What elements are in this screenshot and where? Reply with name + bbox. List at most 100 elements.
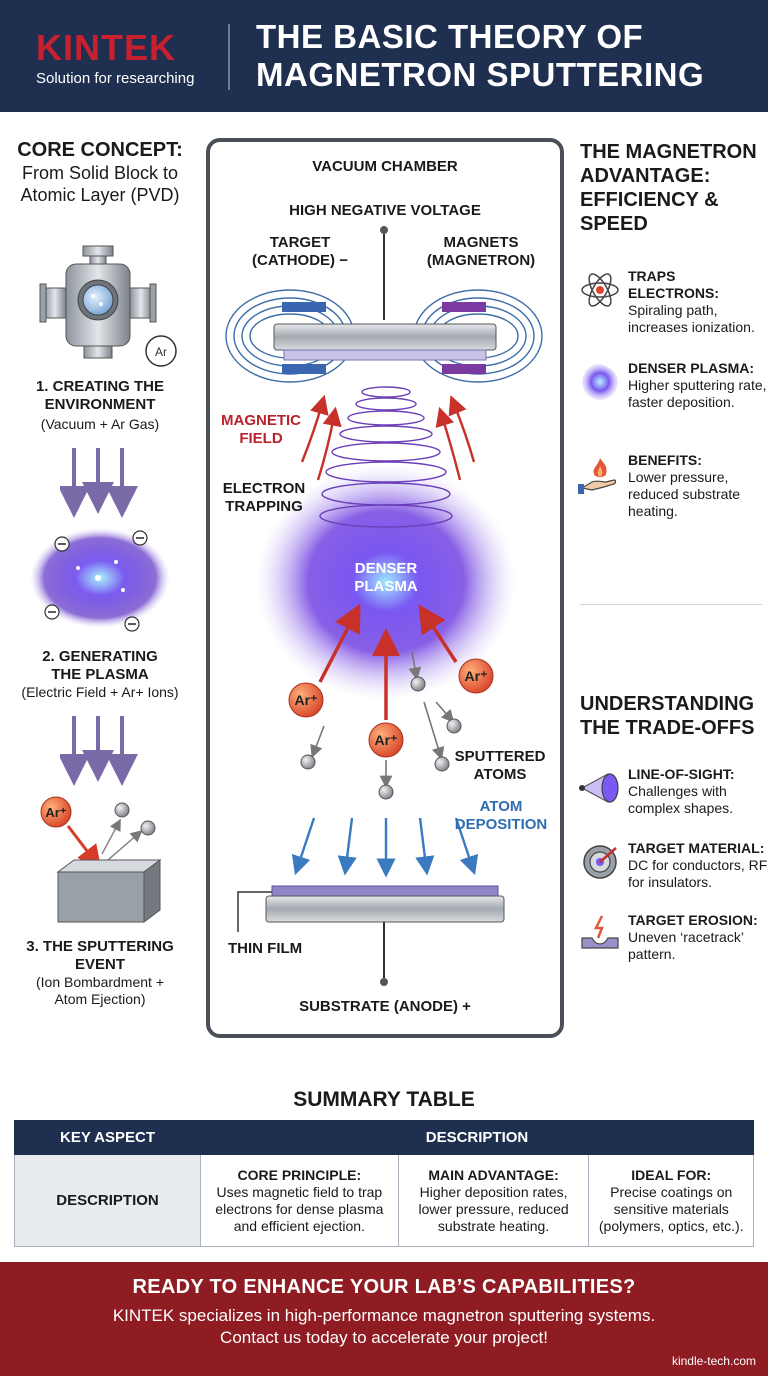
summary-cell-body-3: Precise coatings on sensitive materials …	[598, 1183, 744, 1234]
magnets-label: MAGNETS (MAGNETRON)	[416, 234, 546, 270]
kintek-logo[interactable]: KINTEK Solution for researching	[36, 30, 195, 88]
substrate-label: SUBSTRATE (ANODE) +	[299, 998, 471, 1015]
summary-table-title: SUMMARY TABLE	[293, 1088, 475, 1111]
advantage-heading-line-4: SPEED	[580, 213, 648, 235]
tradeoff-text-1: LINE-OF-SIGHT: Challenges with complex s…	[628, 766, 768, 817]
step-2-subtitle: (Electric Field + Ar+ Ions)	[21, 684, 179, 700]
advantage-text-1: TRAPS ELECTRONS: Spiraling path, increas…	[628, 268, 768, 336]
step-3-title-line-2: EVENT	[74, 956, 125, 973]
magnet-right-top	[442, 302, 486, 312]
sputtered-atoms	[300, 676, 462, 800]
step-1-title-line-1: 1. CREATING THE	[35, 378, 165, 395]
core-concept-heading: CORE CONCEPT:	[17, 139, 183, 161]
advantage-title-1a: TRAPS	[628, 268, 676, 284]
voltage-label: HIGH NEGATIVE VOLTAGE	[289, 202, 481, 219]
ion-label-right: Ar⁺	[465, 668, 488, 684]
hand-flame-icon	[578, 458, 617, 494]
step-2-title-line-1: 2. GENERATING	[42, 648, 158, 665]
thin-film-layer	[271, 885, 499, 897]
summary-header-row: KEY ASPECT DESCRIPTION	[14, 1120, 754, 1155]
plasma-icon	[582, 363, 618, 400]
erosion-icon	[581, 915, 619, 949]
tradeoff-text-2: TARGET MATERIAL: DC for conductors, RF f…	[628, 840, 768, 891]
sputtered-atoms-label: SPUTTERED ATOMS	[446, 748, 554, 784]
magnets-label-line-2: (MAGNETRON)	[426, 252, 536, 269]
electron-trapping-line-2: TRAPPING	[225, 498, 303, 515]
denser-plasma-line-2: PLASMA	[354, 578, 418, 595]
vacuum-chamber-icon	[39, 245, 157, 359]
magnetic-field-line-1: MAGNETIC	[221, 412, 301, 429]
table-row: DESCRIPTION CORE PRINCIPLE: Uses magneti…	[14, 1154, 754, 1247]
ion-label-center: Ar⁺	[375, 732, 398, 748]
sputtered-atoms-line-1: SPUTTERED	[454, 748, 546, 765]
step-2-title-line-2: THE PLASMA	[51, 666, 149, 683]
vacuum-chamber-diagram: Ar⁺ Ar⁺ Ar⁺	[206, 138, 564, 1038]
atom-deposition-line-1: ATOM	[479, 798, 523, 815]
summary-header-key: KEY ASPECT	[14, 1120, 201, 1155]
tradeoff-title-1: LINE-OF-SIGHT:	[628, 766, 735, 782]
tradeoff-text-3: TARGET EROSION: Uneven ‘racetrack’ patte…	[628, 912, 768, 963]
step-3-subtitle-line-1: (Ion Bombardment +	[35, 974, 164, 990]
target-label-line-1: TARGET	[269, 234, 331, 251]
magnet-left-bottom	[282, 364, 326, 374]
tradeoff-body-2: DC for conductors, RF for insulators.	[628, 857, 768, 890]
logo-tagline: Solution for researching	[36, 70, 195, 87]
target-glow	[283, 349, 487, 361]
atom-icon	[581, 273, 619, 307]
header-divider	[228, 24, 230, 90]
thin-film-label: THIN FILM	[228, 940, 303, 957]
advantage-text-2: DENSER PLASMA: Higher sputtering rate, f…	[628, 360, 768, 411]
step-arrows-1	[60, 448, 138, 518]
tradeoff-title-2: TARGET MATERIAL:	[628, 840, 765, 856]
advantage-heading: THE MAGNETRON ADVANTAGE: EFFICIENCY & SP…	[580, 140, 760, 236]
tradeoffs-heading-line-1: UNDERSTANDING	[580, 693, 755, 715]
target-icon	[583, 845, 617, 879]
title-line-2: MAGNETRON SPUTTERING	[256, 56, 705, 93]
cta-footer: READY TO ENHANCE YOUR LAB’S CAPABILITIES…	[0, 1262, 768, 1376]
sputtered-atoms-line-2: ATOMS	[473, 766, 527, 783]
summary-cell-title-2: MAIN ADVANTAGE:	[428, 1166, 559, 1183]
magnet-right-bottom	[442, 364, 486, 374]
magnetic-field-line-2: FIELD	[239, 430, 283, 447]
tradeoff-body-1: Challenges with complex shapes.	[628, 783, 734, 816]
summary-cell-body-2: Higher deposition rates, lower pressure,…	[418, 1183, 569, 1234]
website-link[interactable]: kindle-tech.com	[671, 1354, 756, 1368]
tradeoff-item-target-material: TARGET MATERIAL: DC for conductors, RF f…	[578, 840, 768, 891]
step-1-title-line-2: ENVIRONMENT	[44, 396, 156, 413]
summary-cell-body-1: Uses magnetic field to trap electrons fo…	[215, 1183, 384, 1234]
advantage-body-1: Spiraling path, increases ionization.	[628, 302, 755, 335]
magnetic-field-label: MAGNETIC FIELD	[216, 412, 306, 448]
eye-icon	[579, 772, 619, 804]
summary-cell-main-advantage: MAIN ADVANTAGE: Higher deposition rates,…	[397, 1154, 590, 1247]
argon-badge-text: Ar	[155, 345, 167, 359]
ion-label: Ar⁺	[45, 805, 66, 820]
page-header: KINTEK Solution for researching THE BASI…	[0, 0, 768, 112]
magnet-left-top	[282, 302, 326, 312]
cta-title: READY TO ENHANCE YOUR LAB’S CAPABILITIES…	[132, 1276, 636, 1298]
title-line-1: THE BASIC THEORY OF	[256, 18, 644, 55]
step-3-title: 3. THE SPUTTERING EVENT	[0, 938, 200, 974]
deposition-arrows	[291, 817, 479, 878]
step-1-subtitle: (Vacuum + Ar Gas)	[40, 416, 160, 432]
magnets-label-line-1: MAGNETS	[443, 234, 519, 251]
advantage-body-2: Higher sputtering rate, faster depositio…	[628, 377, 767, 410]
core-concept-column: CORE CONCEPT: From Solid Block to Atomic…	[0, 130, 200, 206]
advantage-item-denser-plasma: DENSER PLASMA: Higher sputtering rate, f…	[578, 360, 768, 411]
plasma-cloud-icon	[30, 528, 170, 632]
step-1-title: 1. CREATING THE ENVIRONMENT	[0, 378, 200, 414]
argon-ions	[288, 658, 494, 758]
advantage-title-2: DENSER PLASMA:	[628, 360, 755, 376]
electron-spiral	[319, 386, 453, 528]
advantage-heading-line-1: THE MAGNETRON	[580, 141, 757, 163]
page-title: THE BASIC THEORY OF MAGNETRON SPUTTERING	[256, 18, 756, 94]
advantage-item-benefits: BENEFITS: Lower pressure, reduced substr…	[578, 452, 768, 520]
target-plate	[273, 323, 497, 351]
step-2-title: 2. GENERATING THE PLASMA	[0, 648, 200, 684]
denser-plasma-label: DENSER PLASMA	[326, 560, 446, 596]
advantage-heading-line-3: EFFICIENCY &	[580, 189, 719, 211]
tradeoff-body-3: Uneven ‘racetrack’ pattern.	[628, 929, 744, 962]
target-label: TARGET (CATHODE) −	[240, 234, 360, 270]
summary-cell-ideal-for: IDEAL FOR: Precise coatings on sensitive…	[588, 1154, 754, 1247]
plasma-glow	[256, 464, 516, 700]
tradeoff-item-target-erosion: TARGET EROSION: Uneven ‘racetrack’ patte…	[578, 912, 768, 963]
